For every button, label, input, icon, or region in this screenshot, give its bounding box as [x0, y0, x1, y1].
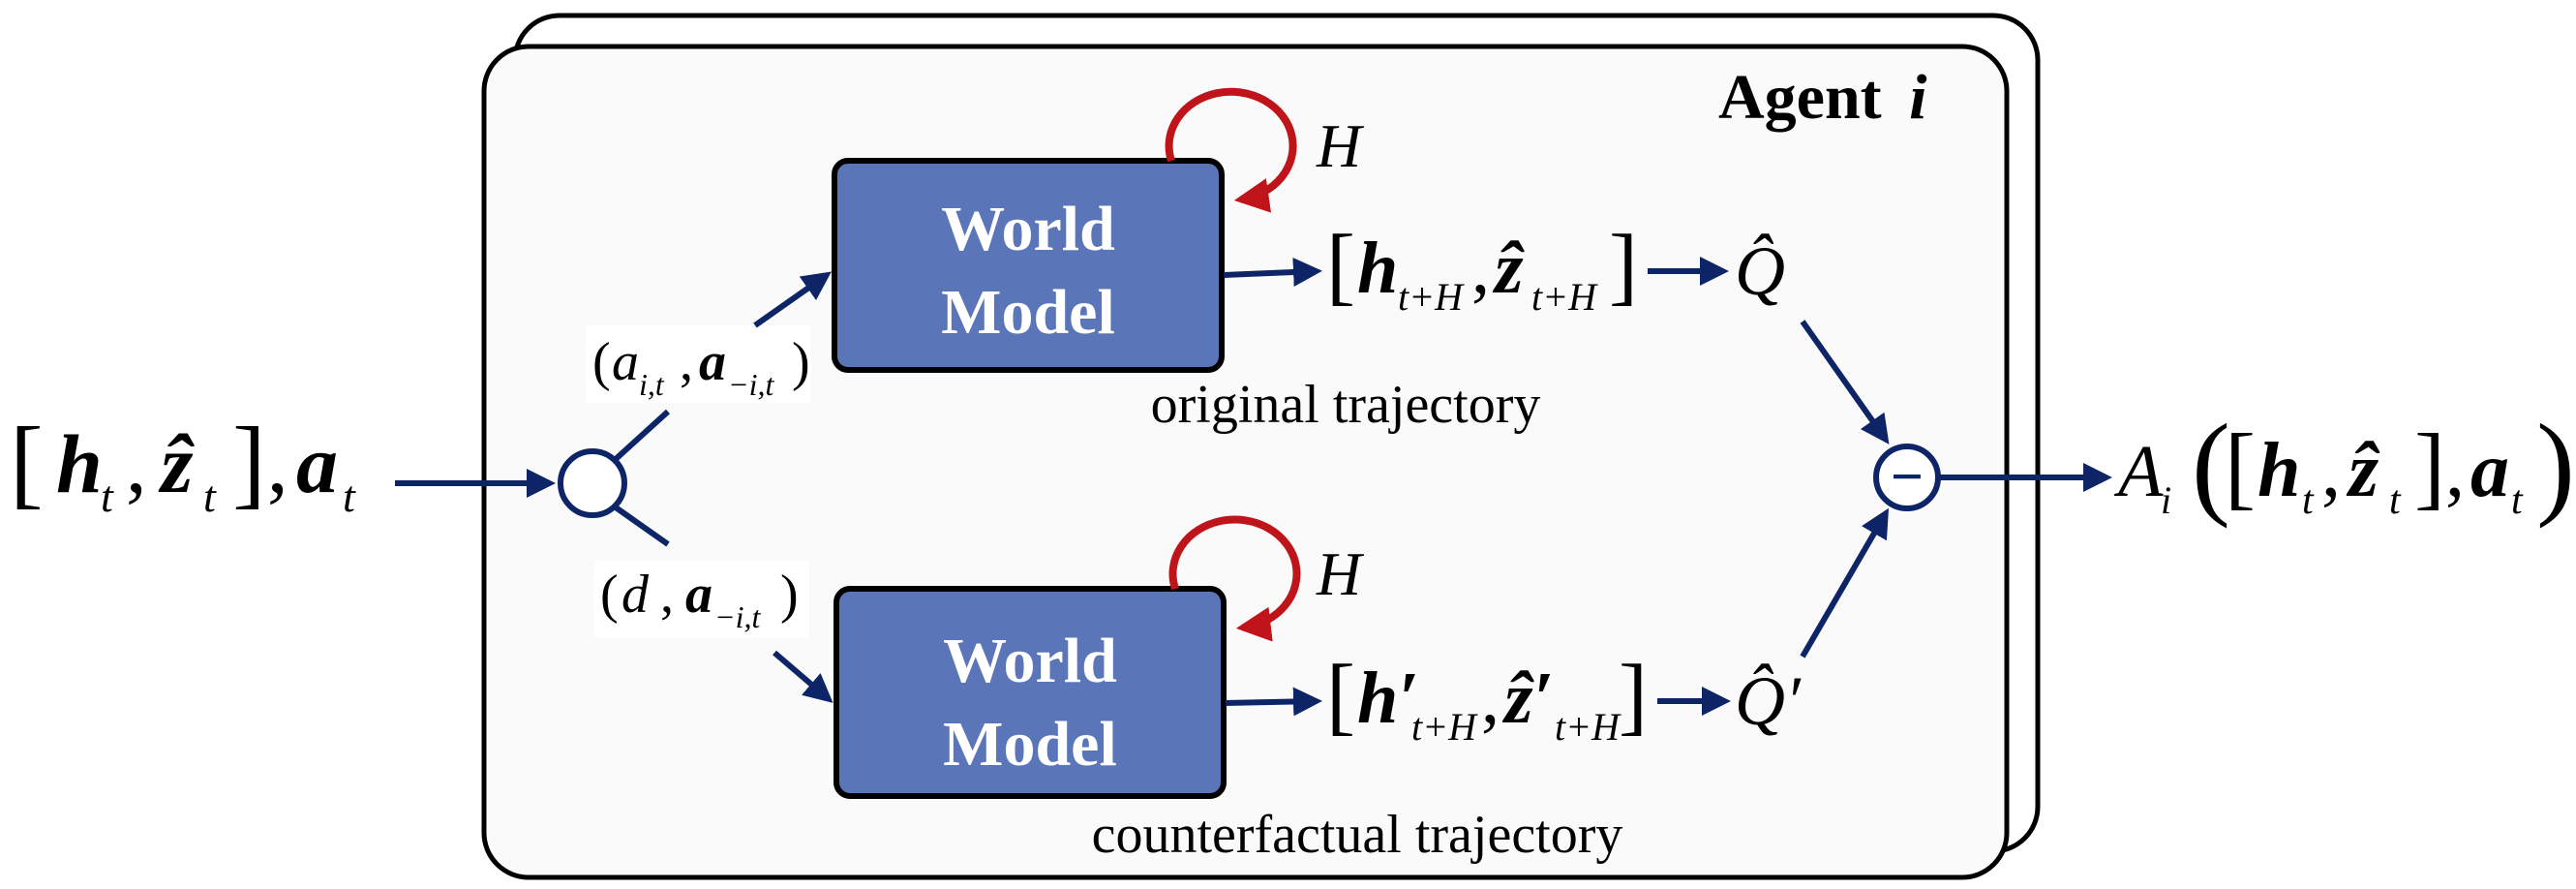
cf-action-b-sub: −i,t: [714, 599, 761, 634]
split-node: [558, 448, 627, 518]
output-z: ẑ: [2346, 428, 2380, 513]
arrow-to-lower-world-model: [773, 650, 833, 703]
arrow-lower-to-state: [1225, 687, 1322, 717]
cf-action-b: a: [685, 565, 712, 625]
world-model-upper: [832, 158, 1225, 373]
input-comma-2: ,: [267, 417, 288, 510]
branch-line-upper: [613, 409, 671, 462]
input-h-sub: t: [101, 472, 114, 521]
agent-label-word: Agent: [1718, 62, 1882, 133]
output-z-sub: t: [2389, 478, 2402, 523]
world-model-upper-line2: Model: [941, 277, 1115, 348]
orig-state-close: ]: [1609, 218, 1638, 314]
output-a: a: [2470, 428, 2509, 513]
arrow-q-prime-to-minus: [1800, 507, 1890, 659]
cf-state-z-sub: t+H: [1555, 705, 1621, 749]
output-comma-1: ,: [2321, 428, 2341, 513]
minus-sign: −: [1891, 444, 1924, 508]
orig-state-z: ẑ: [1492, 228, 1525, 309]
input-a-sub: t: [343, 472, 356, 521]
original-trajectory-caption: original trajectory: [1151, 375, 1541, 435]
output-h-sub: t: [2302, 478, 2315, 523]
q-value: Q̂: [1735, 232, 1785, 310]
agent-label: Agent i: [1718, 62, 1927, 133]
arrow-to-upper-world-model: [753, 271, 832, 328]
arrow-q-to-minus: [1800, 320, 1890, 444]
original-action-label: ( a i,t , a −i,t ): [587, 325, 811, 403]
orig-state-open: [: [1326, 218, 1355, 314]
input-formula: [ h t , ẑ t ] , a t: [10, 407, 356, 521]
output-formula: A i ( [ h t , ẑ t ] , a t ): [2113, 400, 2575, 529]
loop-arrow-lower: [1168, 515, 1301, 642]
world-model-upper-line1: World: [941, 194, 1115, 264]
orig-state-h: h: [1357, 228, 1398, 309]
output-right-paren: ): [2536, 400, 2575, 529]
horizon-label-lower: H: [1316, 539, 1365, 608]
orig-state-z-sub: t+H: [1531, 275, 1598, 319]
horizon-label-upper: H: [1316, 111, 1365, 180]
world-model-lower-line2: Model: [943, 709, 1117, 780]
cf-state-h-sub: t+H: [1411, 705, 1478, 749]
q-prime-value: Q̂′: [1735, 662, 1802, 740]
input-z-sub: t: [203, 472, 217, 521]
output-a-sub: t: [2511, 478, 2524, 523]
output-right-bracket: ]: [2414, 414, 2445, 518]
cf-action-comma: ,: [660, 565, 674, 625]
cf-action-d: d: [621, 565, 650, 625]
input-a: a: [296, 417, 338, 510]
cf-state-z: ẑ′: [1501, 658, 1554, 739]
cf-action-close: ): [780, 565, 799, 625]
counterfactual-trajectory-caption: counterfactual trajectory: [1092, 805, 1623, 865]
loop-arrow-upper: [1165, 87, 1297, 213]
input-left-bracket: [: [10, 407, 44, 518]
branch-line-lower: [614, 505, 670, 547]
output-left-bracket: [: [2225, 414, 2256, 518]
output-h: h: [2258, 428, 2301, 513]
world-model-lower-line1: World: [943, 626, 1117, 696]
orig-action-a: a: [612, 332, 639, 392]
input-comma-1: ,: [126, 417, 147, 510]
cf-state-open: [: [1326, 648, 1355, 744]
orig-action-b-sub: −i,t: [728, 367, 774, 402]
counterfactual-state: [ h′ t+H , ẑ′ t+H ]: [1326, 648, 1648, 749]
counterfactual-action-label: ( d , a −i,t ): [594, 560, 809, 637]
agent-label-var: i: [1909, 62, 1927, 133]
cf-state-h: h′: [1357, 658, 1419, 739]
agent-panel: [481, 44, 2010, 880]
cf-state-comma: ,: [1481, 658, 1500, 739]
output-left-paren: (: [2192, 400, 2230, 529]
input-right-bracket: ]: [232, 407, 266, 518]
orig-action-a-sub: i,t: [639, 367, 665, 402]
world-model-lower: [833, 586, 1227, 799]
cf-action-open: (: [600, 565, 619, 625]
original-state: [ h t+H , ẑ t+H ]: [1326, 218, 1638, 319]
output-A: A: [2113, 431, 2164, 512]
output-comma-2: ,: [2445, 428, 2465, 513]
orig-state-h-sub: t+H: [1398, 275, 1465, 319]
output-A-sub: i: [2161, 478, 2171, 522]
input-z: ẑ: [158, 417, 195, 510]
orig-action-open: (: [592, 332, 611, 392]
orig-action-comma: ,: [680, 332, 693, 392]
orig-state-comma: ,: [1471, 228, 1490, 309]
cf-state-close: ]: [1619, 648, 1648, 744]
orig-action-close: ): [792, 332, 810, 392]
input-h: h: [56, 417, 103, 510]
arrow-upper-to-state: [1223, 258, 1322, 287]
orig-action-b: a: [699, 332, 726, 392]
